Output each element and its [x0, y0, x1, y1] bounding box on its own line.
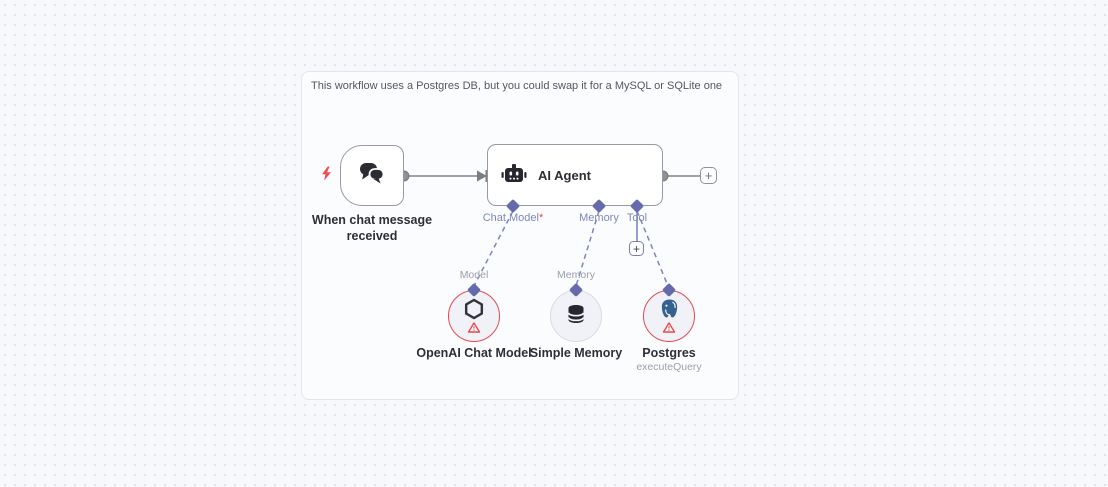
robot-icon: [501, 162, 527, 189]
sticky-note[interactable]: This workflow uses a Postgres DB, but yo…: [301, 71, 739, 400]
agent-port-label-memory: Memory: [554, 212, 644, 224]
database-icon: [565, 303, 587, 330]
edge-arrowhead-icon: [477, 170, 487, 182]
openai-node-label: OpenAI Chat Model: [416, 346, 532, 360]
lightning-bolt-icon: [321, 166, 332, 186]
edge-memory-dashed: [575, 210, 600, 287]
sticky-note-text: This workflow uses a Postgres DB, but yo…: [311, 80, 723, 92]
agent-node-title: AI Agent: [538, 167, 591, 183]
agent-port-label-chat-model: Chat Model*: [468, 212, 558, 224]
port-label-text: Chat Model: [482, 212, 539, 224]
postgres-elephant-icon: [659, 298, 680, 325]
postgres-node-label: Postgres: [642, 346, 696, 360]
chat-model-port-label: Model: [459, 269, 489, 281]
node-chat-trigger[interactable]: [340, 145, 404, 206]
chat-bubbles-icon: [359, 162, 386, 190]
add-node-after-agent-button[interactable]: +: [700, 167, 717, 184]
memory-node-label: Simple Memory: [529, 346, 623, 360]
trigger-node-label: When chat message received: [311, 213, 433, 244]
agent-port-label-tool: Tool: [592, 212, 682, 224]
memory-port-label: Memory: [557, 269, 595, 281]
node-simple-memory[interactable]: [550, 290, 602, 342]
node-postgres[interactable]: [643, 290, 695, 342]
plus-icon: +: [704, 168, 713, 183]
plus-icon: +: [632, 241, 640, 256]
warning-triangle-icon: [467, 320, 481, 338]
required-marker: *: [538, 212, 544, 224]
add-tool-button[interactable]: +: [629, 241, 644, 256]
postgres-operation-label: executeQuery: [636, 361, 702, 373]
port-label-text: Tool: [626, 212, 648, 224]
node-openai-chat-model[interactable]: [448, 290, 500, 342]
edge-tool-dashed: [636, 210, 669, 287]
warning-triangle-icon: [662, 320, 676, 338]
node-ai-agent[interactable]: AI Agent: [487, 144, 663, 206]
port-label-text: Memory: [579, 212, 619, 224]
openai-logo-icon: [463, 298, 485, 325]
